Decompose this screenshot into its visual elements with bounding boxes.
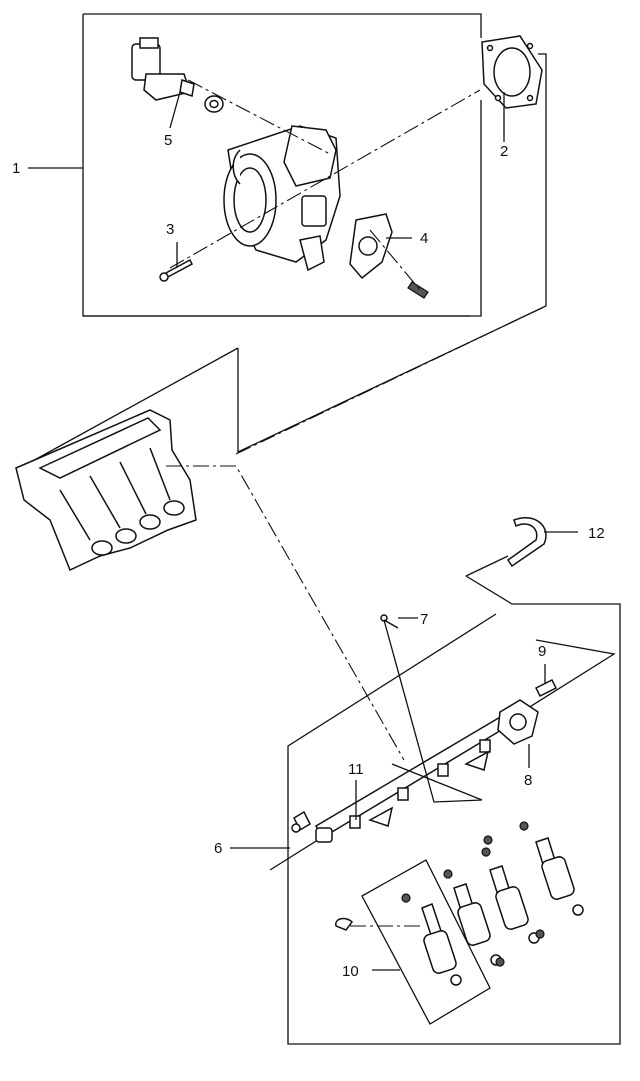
throttle-body (223, 125, 341, 272)
fuel-rail (315, 714, 510, 843)
callout-2: 2 (500, 143, 508, 160)
fuel-injector-4 (535, 837, 584, 916)
injector-clip (335, 917, 353, 931)
rail-bolt (380, 614, 399, 629)
assembly-link-line (237, 53, 547, 454)
intake-manifold (15, 409, 197, 572)
throttle-body-bolt (159, 258, 193, 282)
fuel-inlet-fitting (291, 810, 311, 833)
fuel-injector-3 (489, 865, 540, 944)
regulator-bolt (534, 678, 558, 698)
callout-6: 6 (214, 840, 222, 857)
throttle-body-group (28, 13, 543, 317)
callout-3: 3 (166, 221, 174, 238)
callout-5: 5 (164, 132, 172, 149)
throttle-body-gasket (481, 35, 543, 109)
injector-subgroup-frame (361, 859, 491, 1025)
fuel-rail-group (230, 555, 621, 1045)
idle-air-control-valve (131, 37, 224, 113)
callout-10: 10 (342, 963, 359, 980)
throttle-position-sensor (349, 213, 429, 299)
callout-11: 11 (348, 761, 364, 778)
callout-12: 12 (588, 525, 605, 542)
callout-8: 8 (524, 772, 532, 789)
fuel-return-hose (506, 516, 547, 568)
fuel-injector-2 (453, 883, 502, 966)
callout-7: 7 (420, 611, 428, 628)
callout-1: 1 (12, 160, 20, 177)
fuel-pressure-regulator (497, 699, 539, 745)
fuel-injector-1 (421, 903, 462, 986)
callout-9: 9 (538, 643, 546, 660)
callout-4: 4 (420, 230, 428, 247)
